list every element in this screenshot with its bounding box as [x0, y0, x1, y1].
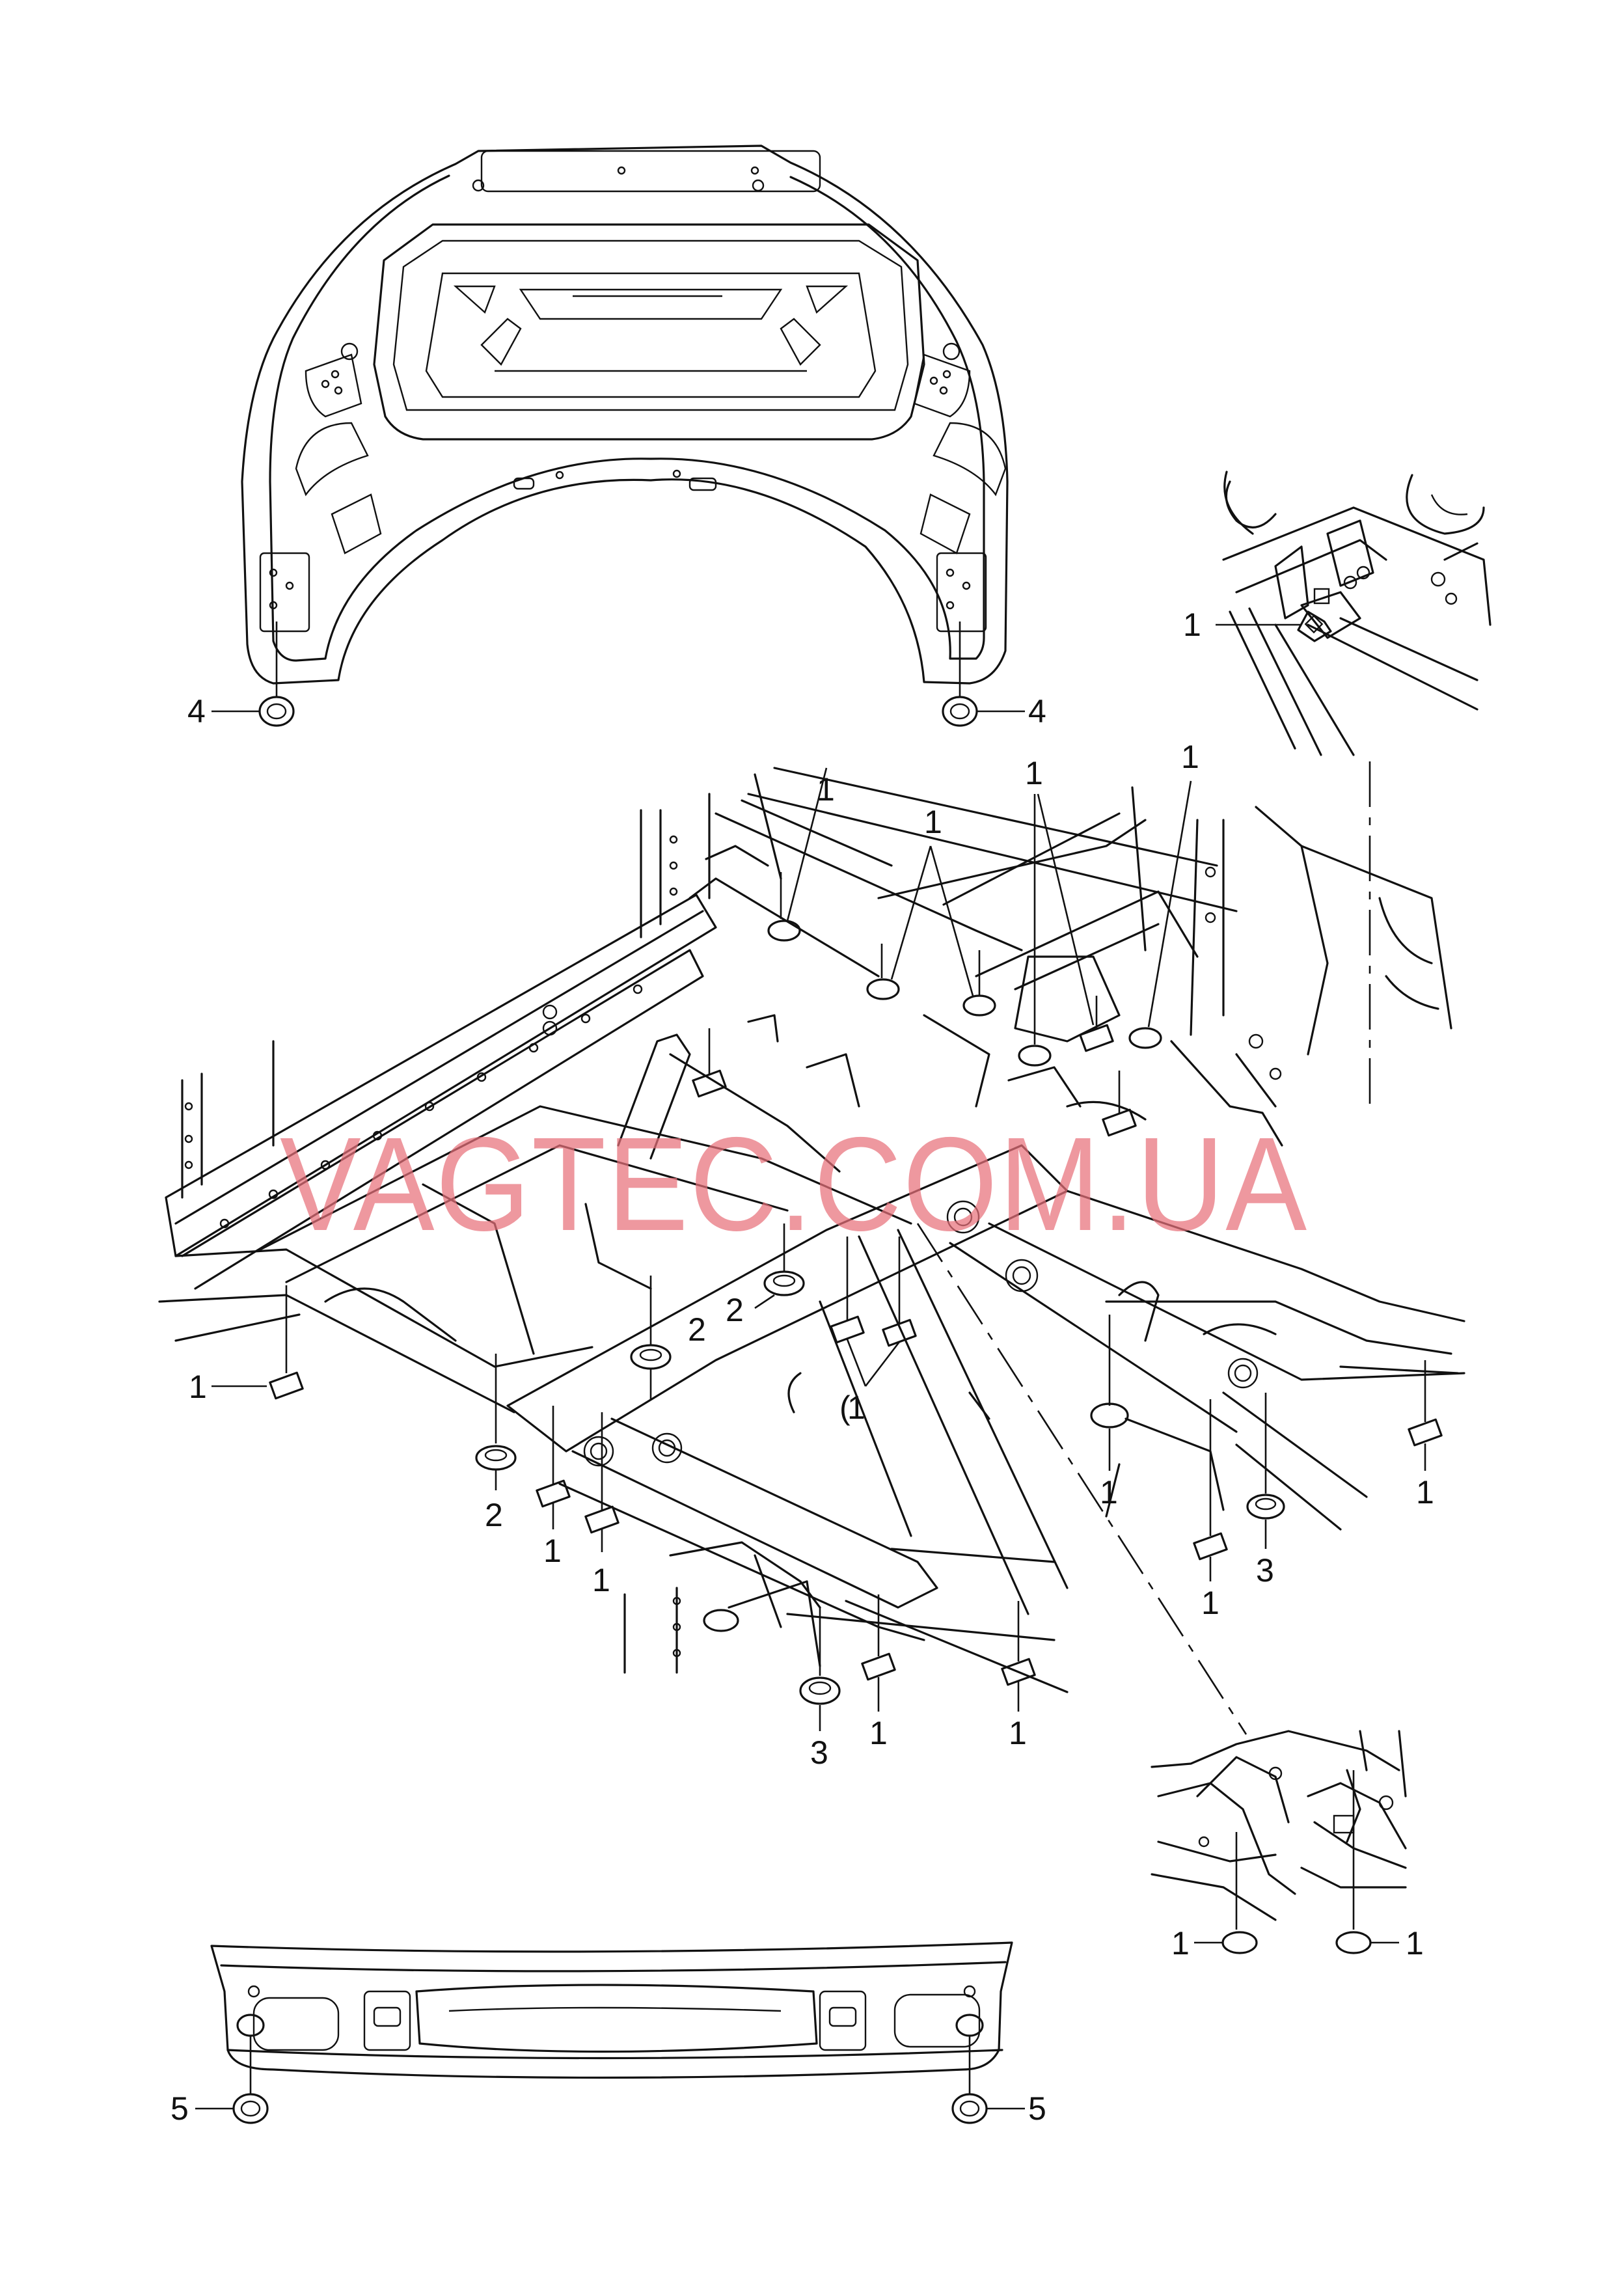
callout-2-lower-left: 2 — [485, 1497, 503, 1533]
callout-1-rear-b: 1 — [1009, 1715, 1027, 1751]
callout-5-right: 5 — [1028, 2090, 1046, 2127]
callout-3-right: 3 — [1256, 1552, 1274, 1589]
callout-1-far-right: 1 — [1416, 1474, 1434, 1510]
callout-1-rear-a: 1 — [869, 1715, 888, 1751]
callout-1-right-center: 1 — [1100, 1474, 1118, 1510]
callout-1-left: 1 — [189, 1369, 207, 1405]
detail-lower-right — [1151, 1730, 1407, 1954]
callout-1-top-d: 1 — [1181, 739, 1199, 775]
callout-1-top-a: 1 — [817, 771, 835, 808]
callout-4-left: 4 — [187, 693, 206, 730]
callout-1-top-b: 1 — [924, 804, 942, 840]
callout-3-lower: 3 — [810, 1734, 828, 1771]
callout-1-under-rail-b: 1 — [592, 1562, 610, 1598]
bonnet-plug-right — [942, 622, 1025, 727]
callout-1-center: 1 — [847, 1389, 865, 1426]
callout-1-detail-lower-left: 1 — [1171, 1925, 1190, 1961]
watermark-text: VAGTEC.COM.UA — [280, 1110, 1308, 1259]
callout-2-upper: 2 — [726, 1292, 744, 1328]
underbody-frame — [158, 767, 1465, 1693]
rear-cross-member — [210, 1941, 1013, 2079]
bonnet-panel — [241, 144, 1009, 685]
detail-upper-right — [1216, 471, 1492, 756]
callout-1-top-c: 1 — [1025, 755, 1043, 791]
callout-5-left: 5 — [170, 2090, 189, 2127]
plug-markers: ( — [211, 767, 1443, 1731]
callout-1-detail-lower-right: 1 — [1406, 1925, 1424, 1961]
bonnet-plug-left — [211, 622, 295, 727]
callout-4-right: 4 — [1028, 693, 1046, 730]
rear-plug-left — [195, 2014, 269, 2124]
rear-plug-right — [951, 2014, 1025, 2124]
dash-link-lower — [916, 1223, 1247, 1735]
callout-1-under-rail-a: 1 — [543, 1533, 562, 1569]
callout-1-center-bracket: ( — [839, 1389, 851, 1426]
callout-2-mid: 2 — [688, 1311, 706, 1348]
callout-1-detail-upper: 1 — [1183, 607, 1201, 643]
callout-1-right-lower: 1 — [1201, 1585, 1219, 1621]
